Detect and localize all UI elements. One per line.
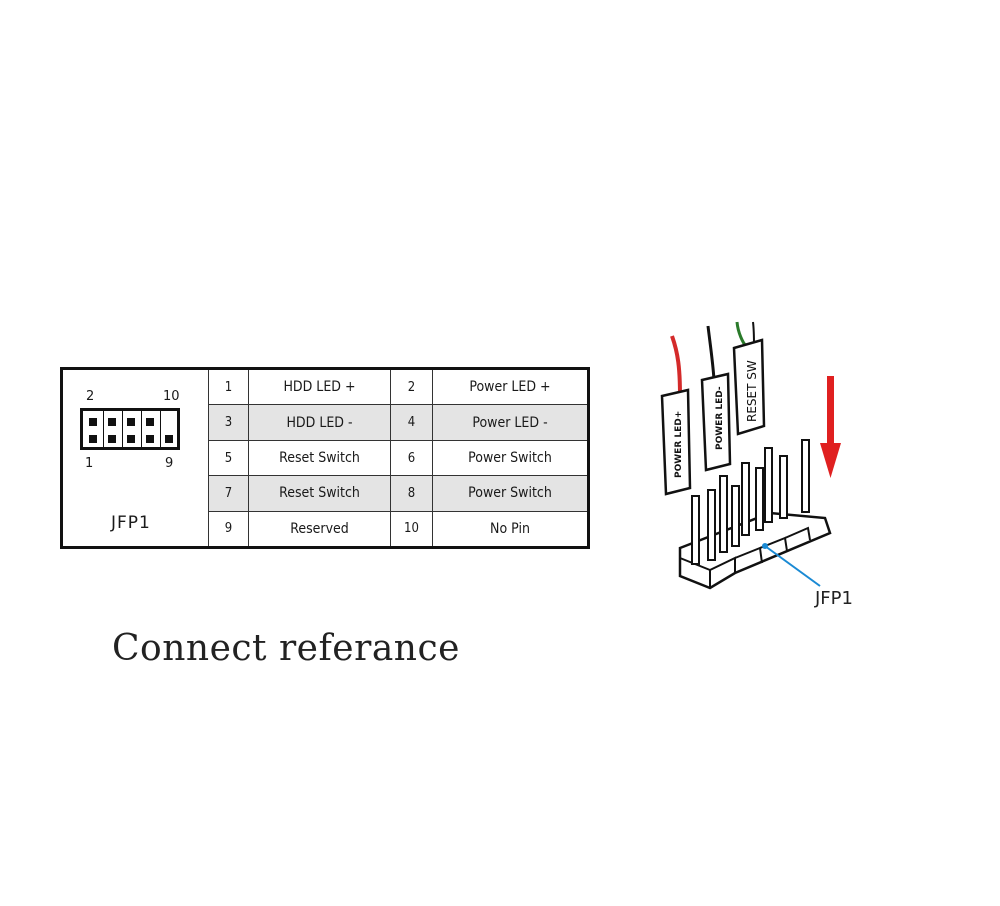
- header-diagram: 2 10 1 9 JFP1: [63, 370, 209, 546]
- table-row: 3 HDD LED - 4 Power LED -: [209, 405, 587, 441]
- table-row: 9 Reserved 10 No Pin: [209, 511, 587, 547]
- pin-number: 10: [391, 511, 433, 547]
- connector-illustration: POWER LED+ POWER LED- RESET SW: [660, 321, 841, 590]
- pin-function: Power Switch: [468, 450, 552, 467]
- pin-number: 5: [209, 440, 249, 476]
- pin-function: Power LED -: [472, 414, 548, 431]
- red-wire: [670, 335, 682, 397]
- green-wire: [735, 321, 748, 348]
- pin-function: Reset Switch: [249, 476, 391, 511]
- connector-reset-sw: RESET SW: [732, 338, 766, 436]
- pin-label-bottom-left: 1: [85, 456, 94, 471]
- caption: Connect referance: [112, 628, 460, 669]
- connector-label: POWER LED-: [715, 386, 725, 450]
- header-pins: [691, 439, 810, 565]
- jfp1-callout-label: JFP1: [815, 588, 853, 609]
- pin-number: 1: [209, 370, 249, 405]
- connector-label: POWER LED+: [674, 411, 684, 478]
- pinout-table: 2 10 1 9 JFP1 1 HDD LED + 2 Power LED +: [60, 367, 590, 549]
- pin-function: Power Switch: [468, 485, 552, 502]
- pin-function: HDD LED +: [249, 370, 391, 405]
- pin-function: Reserved: [249, 511, 391, 547]
- arrow-down-icon: [820, 376, 841, 478]
- pin-label-top-left: 2: [86, 389, 95, 404]
- pinout-rows: 1 HDD LED + 2 Power LED + 3 HDD LED - 4 …: [209, 370, 587, 547]
- callout-line: [764, 545, 821, 587]
- pin-number: 8: [391, 476, 433, 511]
- pin-function: No Pin: [490, 520, 530, 537]
- pin-function: Reset Switch: [249, 440, 391, 476]
- pin-label-bottom-right: 9: [165, 456, 174, 471]
- pin-number: 2: [391, 370, 433, 405]
- connector-power-led-minus: POWER LED-: [700, 372, 732, 472]
- pin-label-top-right: 10: [163, 389, 180, 404]
- callout-dot: [762, 543, 768, 549]
- pin-header-icon: [80, 408, 180, 450]
- connector-label: RESET SW: [745, 360, 759, 422]
- pin-number: 4: [391, 405, 433, 440]
- table-row: 5 Reset Switch 6 Power Switch: [209, 440, 587, 477]
- pin-number: 6: [391, 440, 433, 476]
- pin-function: Power LED +: [469, 379, 551, 396]
- pin-number: 3: [209, 405, 249, 440]
- black-wire: [706, 325, 716, 381]
- table-row: 7 Reset Switch 8 Power Switch: [209, 476, 587, 512]
- pin-number: 9: [209, 511, 249, 547]
- pin-function: HDD LED -: [249, 405, 391, 440]
- table-row: 1 HDD LED + 2 Power LED +: [209, 370, 587, 406]
- header-name: JFP1: [111, 513, 151, 533]
- connector-power-led-plus: POWER LED+: [660, 388, 692, 496]
- pin-number: 7: [209, 476, 249, 511]
